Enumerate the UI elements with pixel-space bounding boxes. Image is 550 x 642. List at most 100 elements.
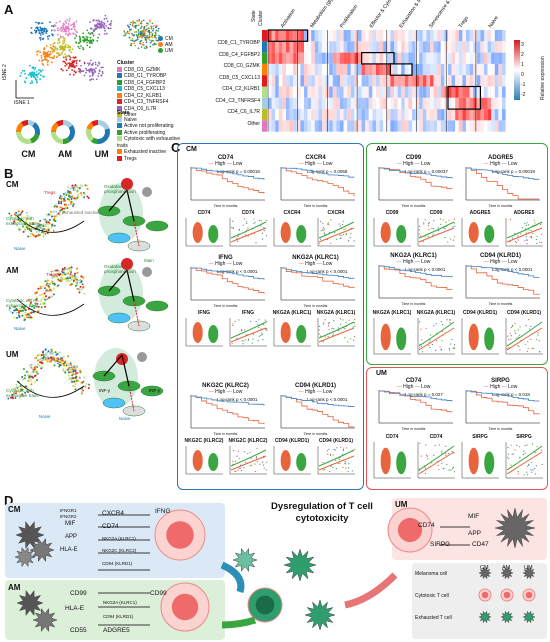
heatmap-cell (343, 52, 348, 64)
pseudotime-point (354, 325, 356, 327)
legend-low: Low (323, 161, 333, 167)
heatmap-cell (332, 41, 337, 53)
tsne-inset-point (132, 34, 135, 37)
pseudotime-point (514, 330, 516, 332)
trajectory-point (75, 284, 78, 287)
heatmap-cell (365, 75, 369, 87)
heatmap-cell (404, 30, 409, 42)
panel-label-b: B (4, 166, 14, 181)
pseudotime-point (526, 243, 528, 245)
heatmap-cell (455, 41, 459, 53)
d-cm-title: CM (8, 505, 21, 514)
tsne-point (67, 67, 70, 70)
heatmap-cell (361, 120, 366, 132)
trajectory-point (42, 302, 45, 305)
heatmap-cell (282, 109, 286, 121)
heatmap-cell (476, 63, 481, 76)
d-um-title: UM (395, 500, 408, 509)
heatmap-cell (476, 86, 481, 98)
heatmap-col-label: Proliferation (339, 4, 359, 29)
heatmap-cell (412, 120, 416, 132)
tsne-point (46, 35, 49, 38)
tsne-point (96, 39, 99, 42)
heatmap-cell (286, 86, 290, 98)
tsne-point (36, 28, 39, 30)
tsne-point (63, 47, 66, 49)
pseudotime-point (517, 239, 519, 241)
km-curve (466, 167, 539, 200)
pseudotime-point (425, 327, 427, 329)
trajectory-point (41, 351, 44, 354)
violin-shape (380, 323, 391, 351)
pseudotime-point (345, 233, 347, 236)
heatmap-cell (408, 41, 412, 53)
heatmap-cell (268, 75, 272, 87)
tsne-inset-point (132, 20, 134, 22)
heatmap-cell (271, 63, 276, 76)
heatmap-cell (440, 41, 445, 53)
tsne-point (94, 24, 96, 27)
trajectory-point (29, 229, 32, 232)
pseudotime-point (423, 223, 425, 225)
trajectory-point (76, 196, 79, 199)
heatmap-cell (304, 120, 308, 132)
trajectory-point (83, 376, 86, 379)
heatmap-cell (484, 86, 488, 98)
trajectory-point (58, 274, 61, 277)
heatmap-cell (440, 30, 445, 42)
trajectory-point (12, 222, 15, 225)
heatmap-cell (473, 30, 477, 42)
km-pvalue: Log-rank p = 0.00037 (405, 169, 448, 174)
trajectory-point (72, 364, 75, 367)
heatmap-cell (448, 41, 452, 53)
interaction-gene: APP (468, 530, 482, 537)
low-line-icon: — (413, 259, 422, 265)
tsne-point (56, 42, 59, 44)
pseudotime-point (428, 221, 430, 224)
trajectory-point (24, 225, 27, 228)
heatmap-cell (379, 86, 384, 98)
legend-low: Low (508, 161, 518, 167)
pseudotime-point (266, 321, 268, 323)
interaction-diagram (14, 507, 536, 633)
pseudotime-point (236, 337, 238, 339)
trajectory-point (66, 368, 69, 371)
pseudotime-point (437, 464, 440, 466)
pseudotime-point (440, 321, 442, 323)
pseudotime-point (342, 220, 344, 222)
violin-shape (192, 450, 203, 471)
pseudotime-point (507, 335, 509, 337)
heatmap-cell (401, 30, 405, 42)
heatmap-cell (318, 41, 322, 53)
km-pvalue: Log-rank p < 0.0001 (217, 269, 258, 274)
tsne-point (67, 33, 69, 36)
high-line-icon: — (298, 261, 306, 267)
trajectory-point (59, 364, 62, 367)
tsne-point (73, 66, 76, 69)
heatmap-cell (275, 63, 279, 76)
violin-title: CD74 (385, 434, 399, 440)
heatmap-cell (354, 97, 358, 110)
violin-plot: CD99 (371, 210, 413, 250)
donut-slice (30, 134, 40, 144)
km-curve (379, 167, 453, 179)
tsne-point (70, 65, 73, 68)
pseudotime-point (447, 452, 449, 455)
trajectory-point (20, 211, 23, 214)
heatmap-cell (275, 97, 279, 110)
pseudotime-plot: NKG2C (KLRC2) (227, 438, 269, 478)
pseudotime-point (260, 225, 262, 227)
pseudotime-point (255, 321, 257, 323)
trajectory-point (69, 191, 72, 194)
trajectory-point (36, 365, 39, 368)
tsne-inset-point (155, 34, 157, 36)
heatmap-cell (282, 75, 286, 87)
tsne-point (70, 62, 73, 65)
heatmap-cell (487, 63, 492, 76)
trajectory-point (72, 187, 75, 190)
heatmap-cell (358, 86, 362, 98)
heatmap-cell (397, 109, 402, 121)
heatmap-cell (379, 52, 384, 64)
heatmap-cell (372, 30, 376, 42)
